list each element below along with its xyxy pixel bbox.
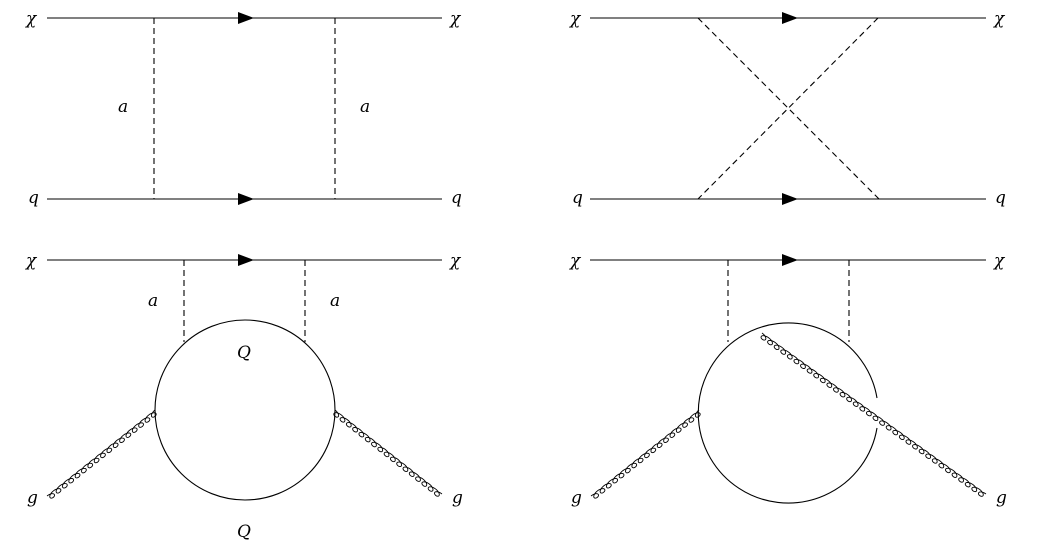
label-chi-out: χ xyxy=(449,251,462,271)
chi-arrow xyxy=(782,254,798,266)
label-chi-out: χ xyxy=(993,9,1006,29)
axion-propagator-crossed-1 xyxy=(697,17,880,200)
label-Q-top: Q xyxy=(237,343,251,363)
quark-arrow xyxy=(238,193,254,205)
label-chi-in: χ xyxy=(569,251,582,271)
label-chi-in: χ xyxy=(569,9,582,29)
crossed-box-diagram: χ χ q q xyxy=(569,9,1006,208)
label-a-left: a xyxy=(148,291,158,311)
label-q-out: q xyxy=(451,188,462,208)
label-q-out: q xyxy=(995,188,1006,208)
label-Q-bottom: Q xyxy=(237,522,251,542)
gluon-loop-diagram: χ χ a a Q Q g g xyxy=(25,251,463,542)
gluon-loop-crossed-diagram: χ χ g g xyxy=(569,251,1007,508)
axion-propagator-crossed-2 xyxy=(697,17,879,200)
quark-arrow xyxy=(782,193,798,205)
heavy-quark-loop xyxy=(697,322,878,504)
gluon-in xyxy=(590,409,701,499)
box-diagram: χ χ q q a a xyxy=(25,9,462,208)
label-chi-in: χ xyxy=(25,251,38,271)
label-chi-out: χ xyxy=(449,9,462,29)
label-g-in: g xyxy=(27,488,38,508)
label-a-left: a xyxy=(118,97,128,117)
gluon-in xyxy=(46,409,157,499)
label-g-out: g xyxy=(996,488,1007,508)
label-a-right: a xyxy=(360,97,370,117)
gluon-out xyxy=(333,409,443,497)
label-chi-out: χ xyxy=(993,251,1006,271)
label-g-out: g xyxy=(452,488,463,508)
gluon-out-crossing xyxy=(760,332,987,497)
chi-arrow xyxy=(782,12,798,24)
label-chi-in: χ xyxy=(25,9,38,29)
chi-arrow xyxy=(238,12,254,24)
label-g-in: g xyxy=(571,488,582,508)
chi-arrow xyxy=(238,254,254,266)
label-q-in: q xyxy=(572,188,583,208)
label-q-in: q xyxy=(28,188,39,208)
label-a-right: a xyxy=(330,291,340,311)
